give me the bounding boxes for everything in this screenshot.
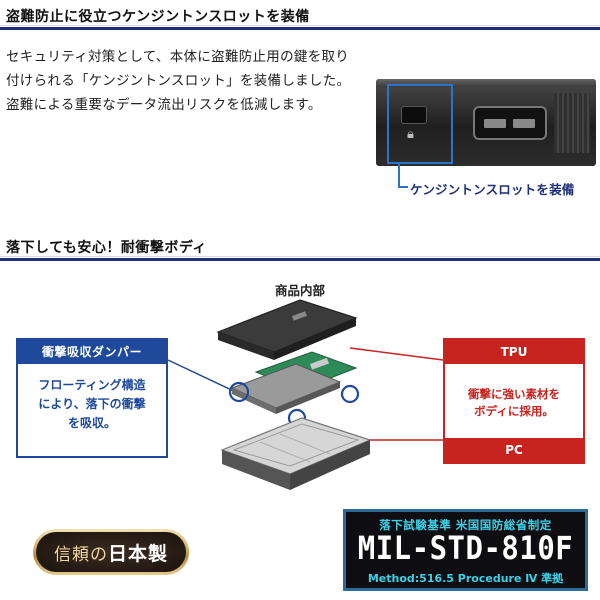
damper-info-panel: 衝撃吸収ダンパー フローティング構造 により、落下の衝撃 を吸収。 — [16, 338, 168, 458]
badge-emphasis: 日本製 — [107, 542, 168, 565]
damper-highlight — [340, 384, 360, 404]
top-cover — [216, 299, 358, 360]
pc-label: PC — [445, 438, 583, 462]
kensington-description: セキュリティ対策として、本体に盗難防止用の鍵を取り付けられる「ケンジントンスロッ… — [6, 49, 351, 113]
mil-std-caption: 落下試験基準 米国国防総省制定 — [379, 518, 552, 532]
kensington-slot-photo: 🔒︎ — [376, 79, 596, 166]
tpu-label: TPU — [445, 340, 583, 364]
section-title: 盗難防止に役立つケンジントンスロットを装備 — [6, 9, 310, 25]
usb-pin — [513, 119, 535, 128]
right-connector-line-top — [349, 347, 444, 361]
material-panel-text: 衝撃に強い素材を ボディに採用。 — [468, 387, 560, 418]
header-rule-thin — [0, 256, 600, 257]
slot-highlight-box — [387, 84, 453, 164]
exploded-view-diagram — [167, 299, 444, 490]
case-ridge — [554, 93, 590, 153]
header-rule-thin — [0, 25, 600, 26]
usb-port — [473, 106, 547, 140]
photo-edge — [376, 79, 596, 87]
usb-pin — [484, 119, 506, 128]
header-rule — [0, 258, 600, 261]
section-header-shock: 落下しても安心！耐衝撃ボディ — [0, 231, 600, 261]
mil-std-badge: 落下試験基準 米国国防総省制定 MIL-STD-810F Method:516.… — [343, 509, 588, 591]
mil-std-title: MIL-STD-810F — [357, 529, 574, 567]
diagram-title: 商品内部 — [274, 283, 325, 298]
callout-line — [398, 186, 408, 188]
kensington-callout-label: ケンジントンスロットを装備 — [410, 182, 575, 197]
damper-panel-heading: 衝撃吸収ダンパー — [18, 340, 166, 364]
material-info-panel: TPU 衝撃に強い素材を ボディに採用。 PC — [443, 338, 585, 464]
section-header-kensington: 盗難防止に役立つケンジントンスロットを装備 — [0, 0, 600, 30]
mil-std-method: Method:516.5 Procedure Ⅳ 準拠 — [367, 572, 564, 585]
badge-prefix: 信頼の — [53, 544, 108, 565]
damper-highlight — [228, 381, 250, 403]
internal-drive — [230, 363, 342, 414]
bottom-base — [220, 417, 372, 490]
badge-inner: 信頼の日本製 — [36, 532, 186, 572]
callout-line — [398, 164, 400, 188]
badge-text: 信頼の日本製 — [54, 539, 168, 566]
damper-panel-text: フローティング構造 により、落下の衝撃 を吸収。 — [38, 378, 146, 430]
section-title: 落下しても安心！耐衝撃ボディ — [6, 240, 207, 256]
kensington-slot — [401, 106, 427, 124]
header-rule — [0, 27, 600, 30]
made-in-japan-badge: 信頼の日本製 — [33, 529, 189, 575]
left-connector-line — [167, 359, 241, 395]
lock-icon: 🔒︎ — [407, 127, 414, 142]
